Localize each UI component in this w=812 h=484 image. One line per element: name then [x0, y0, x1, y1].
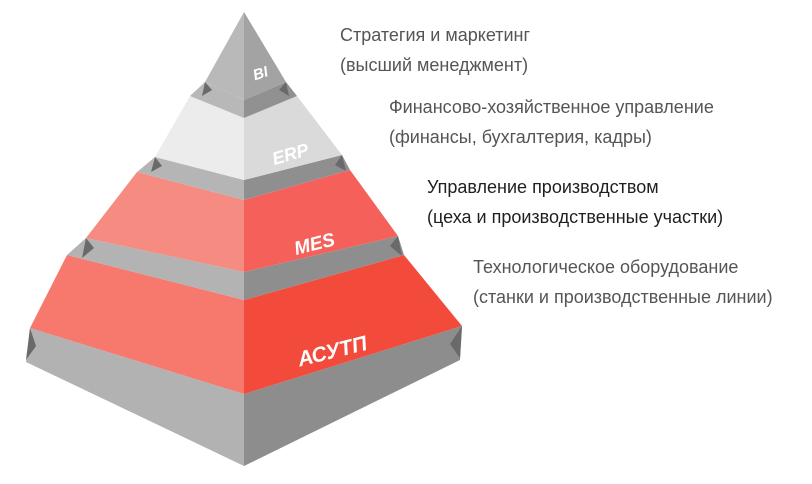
band-3: [67, 236, 404, 300]
tier-mes: MES: [82, 170, 402, 272]
tier-description-bi: Стратегия и маркетинг (высший менеджмент…: [340, 20, 530, 80]
tier-asutp: АСУТП: [26, 255, 462, 394]
tier-erp: ERP: [151, 96, 346, 180]
tier-title-erp: Финансово-хозяйственное управление: [389, 97, 714, 117]
tier-label-bi: BI: [251, 63, 271, 84]
tier-subtitle-bi: (высший менеджмент): [340, 55, 529, 75]
tier-bi: BI: [202, 12, 289, 100]
tier-title-bi: Стратегия и маркетинг: [340, 25, 531, 45]
tier-description-asutp: Технологическое оборудование (станки и п…: [473, 252, 773, 312]
band-2: [137, 155, 350, 200]
tier-description-mes: Управление производством (цеха и произво…: [427, 172, 723, 232]
tier-subtitle-asutp: (станки и производственные линии): [473, 287, 773, 307]
tier-description-erp: Финансово-хозяйственное управление (фина…: [389, 92, 714, 152]
tier-subtitle-erp: (финансы, бухгалтерия, кадры): [389, 127, 652, 147]
tier-title-asutp: Технологическое оборудование: [473, 257, 739, 277]
pyramid-base: [26, 326, 462, 466]
tier-title-mes: Управление производством: [427, 177, 659, 197]
tier-subtitle-mes: (цеха и производственные участки): [427, 207, 724, 227]
